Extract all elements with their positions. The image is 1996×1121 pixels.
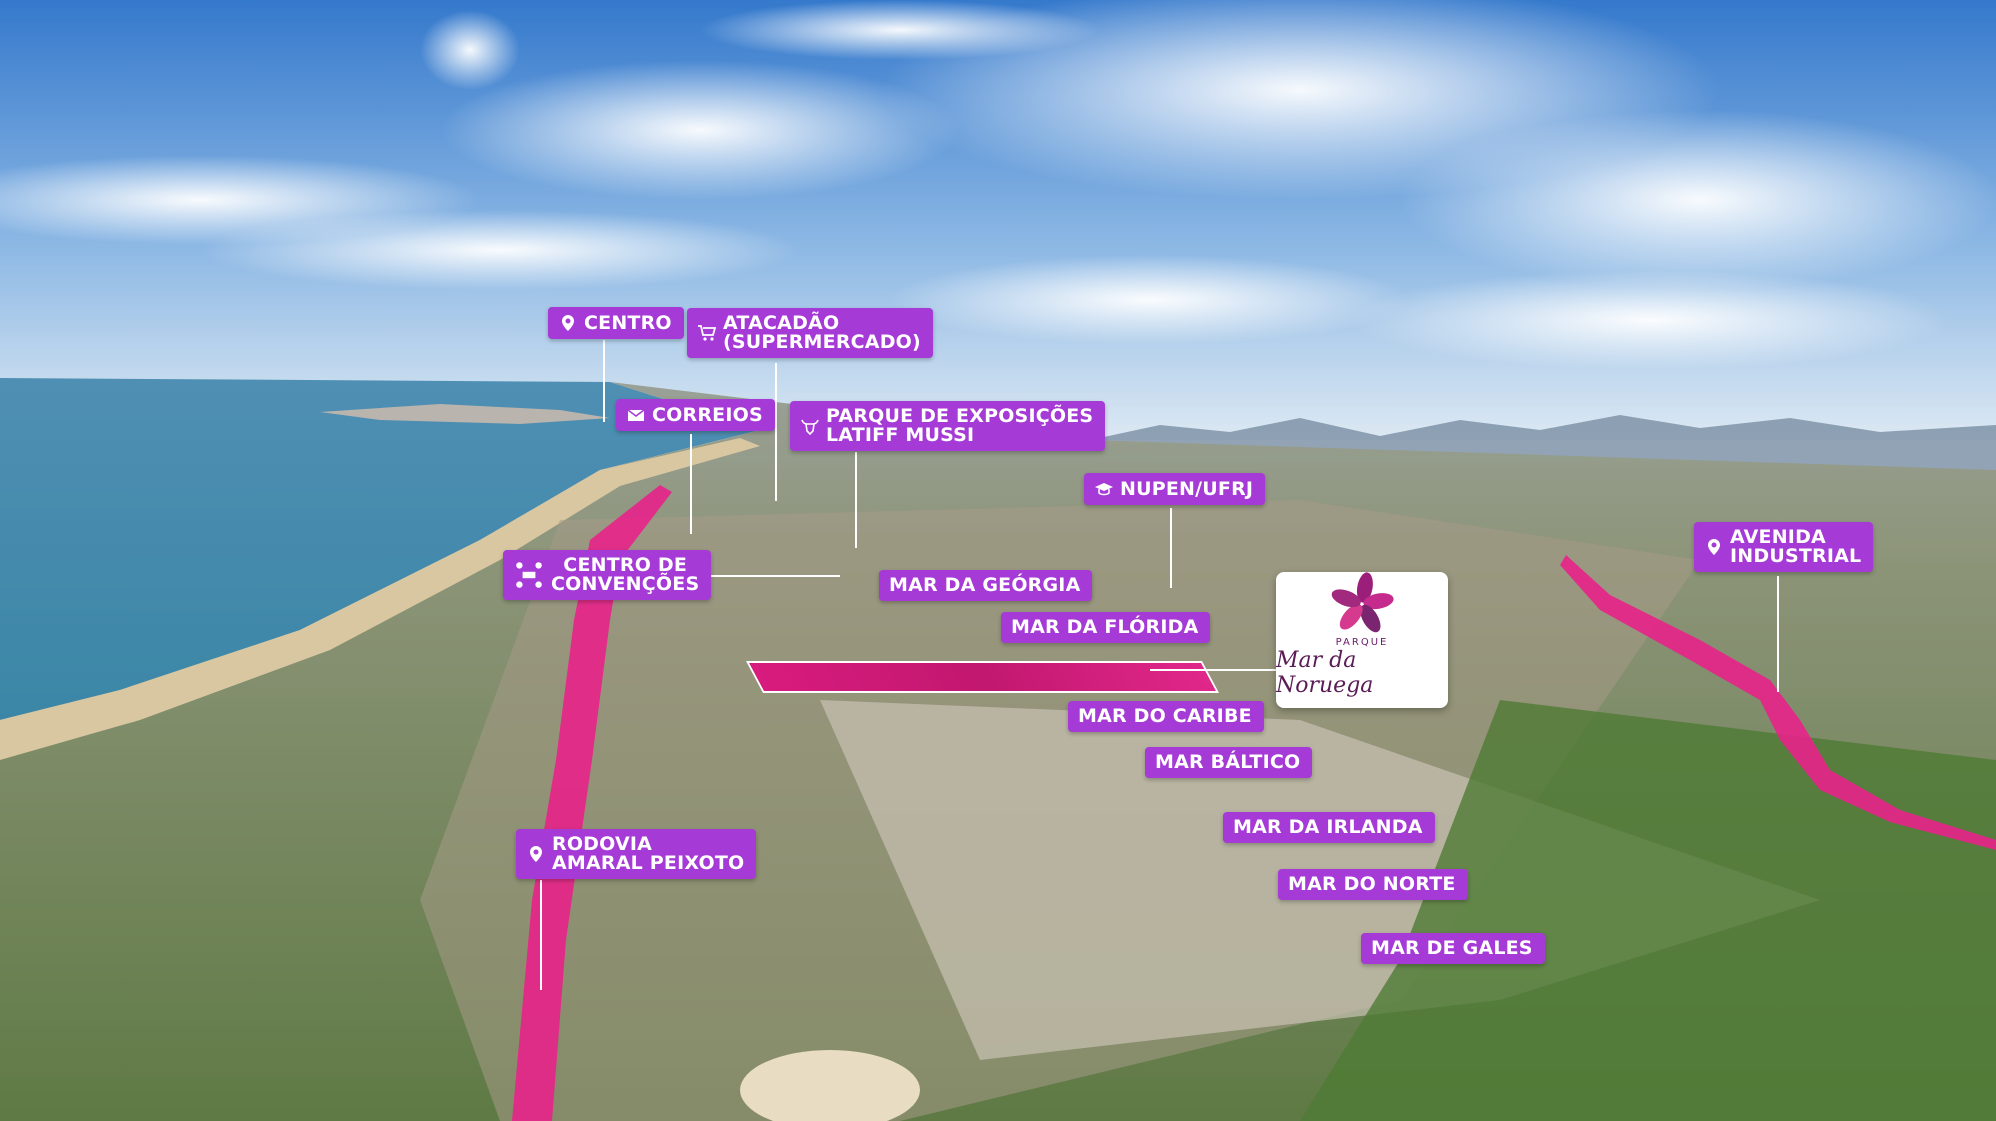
tag-label: PARQUE DE EXPOSIÇÕES xyxy=(826,405,1094,427)
tag-centro: CENTRO xyxy=(548,307,684,339)
tag-label: MAR DA FLÓRIDA xyxy=(1011,616,1199,638)
clouds xyxy=(0,0,1996,370)
tag-mar-florida: MAR DA FLÓRIDA xyxy=(1001,612,1211,643)
tag-label: CENTRO xyxy=(584,311,672,334)
people-meeting-icon xyxy=(516,562,542,588)
tag-label: CONVENÇÕES xyxy=(551,573,700,595)
flower-logo-icon xyxy=(1331,572,1394,633)
map-pin-icon xyxy=(1708,539,1720,555)
logo-script-text: Mar da Noruega xyxy=(1276,648,1374,698)
bull-head-icon xyxy=(801,419,819,436)
tag-label: ATACADÃO xyxy=(723,312,840,334)
tag-mar-georgia: MAR DA GEÓRGIA xyxy=(879,570,1093,601)
tag-label: CORREIOS xyxy=(652,403,763,426)
tag-label: MAR DE GALES xyxy=(1371,937,1533,959)
shopping-cart-icon xyxy=(698,325,717,341)
tag-label: LATIFF MUSSI xyxy=(826,424,975,446)
map-pin-icon xyxy=(562,315,574,331)
tag-mar-norte: MAR DO NORTE xyxy=(1278,869,1468,900)
lot-highlight xyxy=(746,661,1220,693)
tag-label: (SUPERMERCADO) xyxy=(723,331,921,353)
logo-card: PARQUE Mar da Noruega xyxy=(1276,572,1448,708)
tag-label: MAR DA GEÓRGIA xyxy=(889,574,1081,596)
tag-label: MAR DO NORTE xyxy=(1288,873,1456,895)
tag-label: CENTRO DE xyxy=(563,554,688,576)
tag-mar-caribe: MAR DO CARIBE xyxy=(1068,701,1264,732)
leader-line xyxy=(775,363,777,501)
leader-line xyxy=(705,575,840,577)
leader-line xyxy=(603,340,605,422)
logo-small-text: PARQUE xyxy=(1335,637,1389,648)
leader-line xyxy=(1150,669,1276,671)
tag-mar-irlanda: MAR DA IRLANDA xyxy=(1223,812,1435,843)
tag-label: MAR DA IRLANDA xyxy=(1233,816,1423,838)
tag-label: INDUSTRIAL xyxy=(1730,545,1862,567)
tag-label: RODOVIA xyxy=(552,833,653,855)
tag-label: AVENIDA xyxy=(1730,526,1826,548)
tag-correios: CORREIOS xyxy=(616,399,775,431)
leader-line xyxy=(690,434,692,534)
map-pin-icon xyxy=(530,846,542,862)
envelope-icon xyxy=(627,409,645,421)
tag-mar-gales: MAR DE GALES xyxy=(1361,933,1545,964)
leader-line xyxy=(1170,508,1172,588)
tag-label: AMARAL PEIXOTO xyxy=(552,852,745,874)
leader-line xyxy=(1777,576,1779,692)
tag-mar-baltico: MAR BÁLTICO xyxy=(1145,747,1313,778)
tag-label: NUPEN/UFRJ xyxy=(1120,477,1254,500)
tag-label: MAR BÁLTICO xyxy=(1155,751,1301,773)
tag-nupen: NUPEN/UFRJ xyxy=(1084,473,1266,505)
graduation-cap-icon xyxy=(1095,483,1113,496)
leader-line xyxy=(540,880,542,990)
tag-atacadao: ATACADÃO(SUPERMERCADO) xyxy=(687,308,933,358)
tag-label: MAR DO CARIBE xyxy=(1078,705,1252,727)
leader-line xyxy=(855,452,857,548)
